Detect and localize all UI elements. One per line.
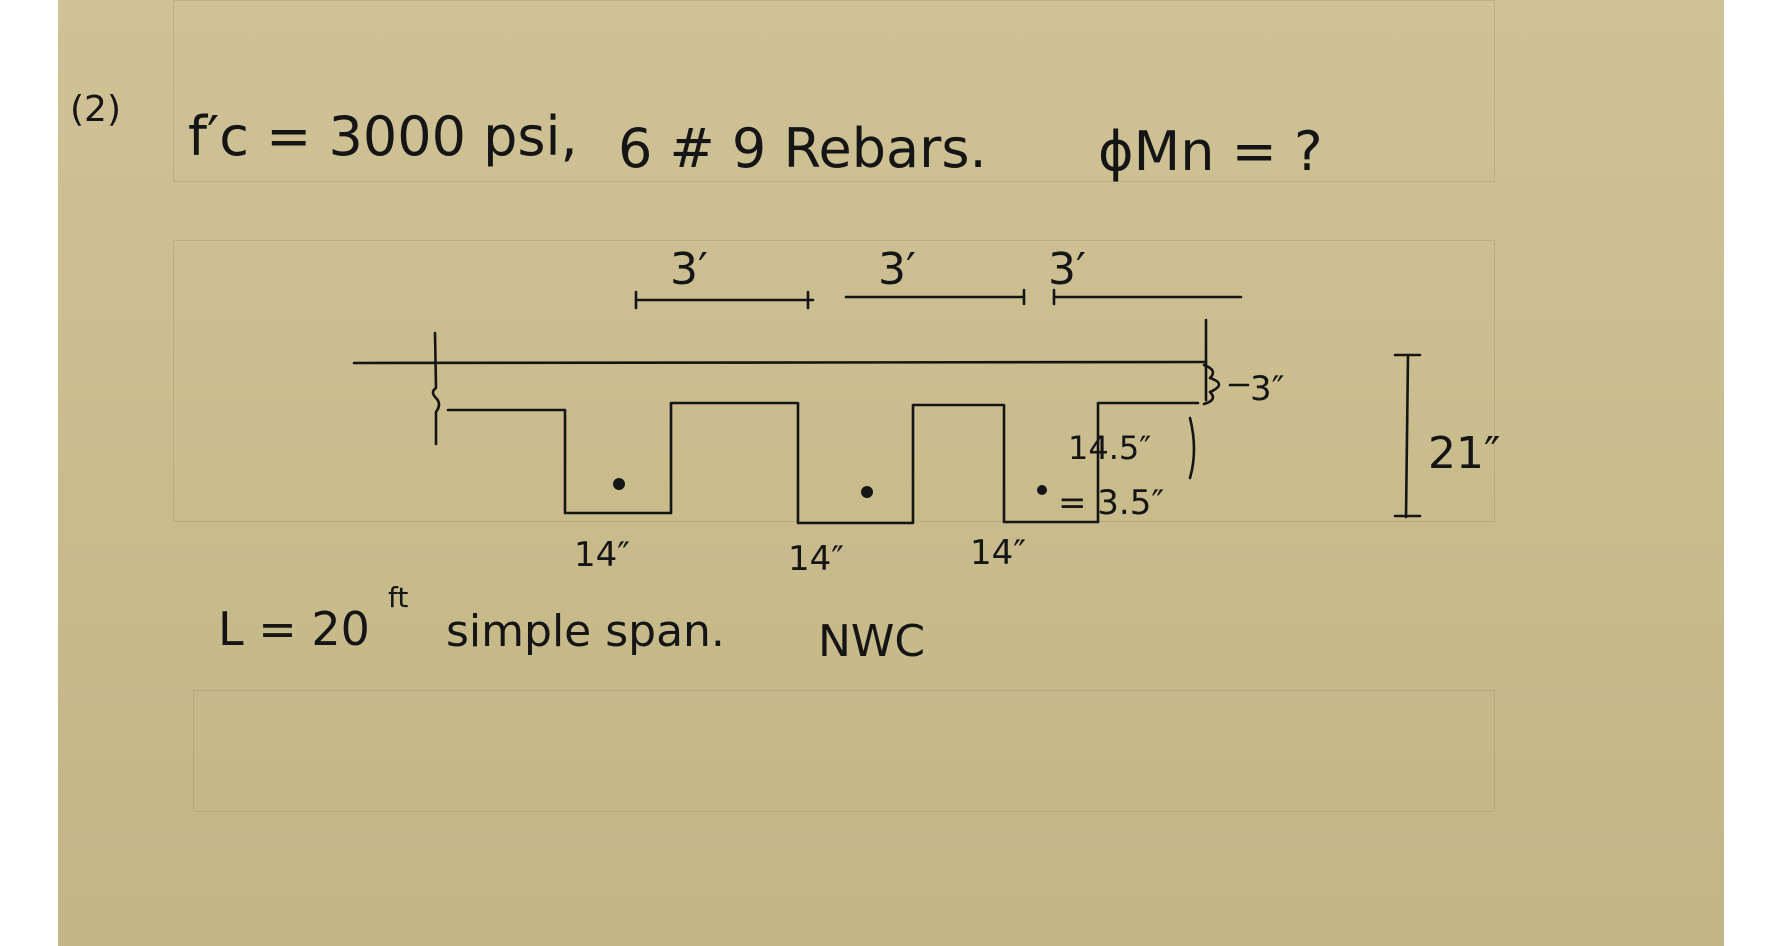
ghost-form-box — [173, 0, 1495, 182]
ghost-form-box — [173, 240, 1495, 522]
ghost-form-box — [193, 690, 1495, 812]
web-outline — [446, 401, 1200, 525]
rebar-dot — [613, 478, 625, 490]
web-width-label: 14″ — [970, 533, 1026, 573]
spacing-dimension-line — [634, 290, 815, 310]
spacing-label: 3′ — [1048, 244, 1086, 295]
spacing-dimension-line — [844, 288, 1026, 306]
span-description: simple span. — [446, 606, 725, 657]
concrete-strength: f′c = 3000 psi, — [188, 105, 578, 168]
rebar-dot — [1037, 485, 1047, 495]
span-unit: ft — [388, 581, 409, 614]
problem-number: (2) — [70, 89, 121, 130]
span-length: L = 20 — [218, 602, 370, 656]
tee-beam-sketch — [352, 288, 1422, 525]
spacing-label: 3′ — [670, 244, 708, 295]
depth-dimension-tick — [1393, 353, 1422, 518]
paper-sheet: (2) f′c = 3000 psi, 6 # 9 Rebars. ϕMn = … — [58, 0, 1724, 946]
slab-top-line — [352, 360, 1208, 365]
stem-bracket — [1188, 416, 1196, 480]
rebar-spec: 6 # 9 Rebars. — [618, 117, 987, 180]
stem-top-width-label: 14.5″ — [1068, 429, 1152, 467]
concrete-type: NWC — [818, 616, 926, 667]
rebar-dot — [861, 486, 873, 498]
spacing-label: 3′ — [878, 244, 916, 295]
left-break-mark — [431, 331, 441, 446]
spacing-dimension-line — [1052, 288, 1243, 306]
web-width-label: 14″ — [788, 539, 844, 579]
depth-dimension-line — [1404, 353, 1410, 519]
moment-question: ϕMn = ? — [1098, 120, 1323, 183]
web-width-label: 14″ — [574, 535, 630, 575]
stem-taper-label: = 3.5″ — [1058, 483, 1165, 523]
slab-thickness-label: 3″ — [1250, 369, 1285, 409]
total-depth-label: 21″ — [1428, 428, 1501, 479]
slab-brace — [1202, 363, 1221, 406]
